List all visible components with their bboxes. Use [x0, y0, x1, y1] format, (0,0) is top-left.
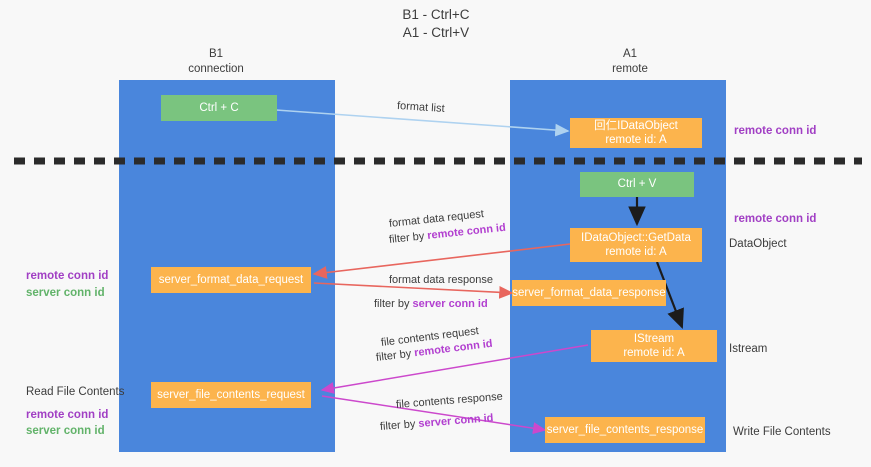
annotation-right-dataobject: DataObject: [729, 238, 787, 250]
column-header-b1-name: B1: [208, 48, 224, 60]
node-idataobject-getdata[interactable]: IDataObject::GetData remote id: A: [570, 228, 702, 262]
annotation-left-bottom: Read File Contents remote conn id server…: [26, 384, 136, 440]
edge-format-data-response: [313, 282, 514, 299]
edge-format-data-request: [312, 243, 571, 279]
edge-getdata-to-istream: [655, 261, 684, 330]
node-idataobject-title: 回仁IDataObject: [594, 119, 678, 133]
node-idataobject-subtitle: remote id: A: [605, 134, 667, 146]
annotation-right-top-remote-conn-id: remote conn id: [734, 125, 817, 137]
column-header-b1-role: connection: [188, 62, 244, 75]
node-getdata-subtitle: remote id: A: [605, 246, 667, 258]
node-istream-title: IStream: [633, 332, 675, 345]
column-header-a1: A1 remote: [560, 47, 700, 77]
annotation-left-mid: remote conn id server conn id: [26, 268, 126, 301]
title-line-2: A1 - Ctrl+V: [402, 25, 470, 41]
column-header-b1: B1 connection: [146, 47, 286, 77]
node-ctrl-c[interactable]: Ctrl + C: [161, 95, 277, 121]
annotation-read-file-contents: Read File Contents: [26, 386, 125, 398]
column-header-a1-role: remote: [612, 62, 648, 75]
node-getdata-title: IDataObject::GetData: [581, 231, 691, 244]
annotation-left-bottom-remote-conn-id: remote conn id: [26, 408, 109, 421]
filter-prefix: filter by: [374, 298, 413, 310]
diagram-title: B1 - Ctrl+C A1 - Ctrl+V: [336, 6, 536, 42]
annotation-left-bottom-server-conn-id: server conn id: [26, 425, 105, 438]
annotation-right-mid-remote-conn-id: remote conn id: [734, 213, 817, 225]
node-ctrl-v[interactable]: Ctrl + V: [580, 172, 694, 197]
edge-label-format-data-response: format data response: [389, 274, 493, 286]
annotation-left-mid-remote-conn-id: remote conn id: [26, 270, 109, 282]
edge-file-contents-request: [320, 344, 589, 394]
node-server-file-contents-response[interactable]: server_file_contents_response: [545, 417, 705, 443]
annotation-left-mid-server-conn-id: server conn id: [26, 286, 105, 299]
title-line-1: B1 - Ctrl+C: [402, 7, 470, 22]
node-idataobject-label: IDataObject: [617, 119, 678, 132]
node-idataobject[interactable]: 回仁IDataObject remote id: A: [570, 118, 702, 148]
node-server-file-contents-request[interactable]: server_file_contents_request: [151, 382, 311, 408]
node-istream-subtitle: remote id: A: [623, 347, 685, 359]
node-server-format-data-request[interactable]: server_format_data_request: [151, 267, 311, 293]
edge-file-contents-response: [321, 395, 547, 435]
node-istream[interactable]: IStream remote id: A: [591, 330, 717, 362]
edge-label-format-data-response-filter: filter by server conn id: [374, 298, 488, 310]
node-server-format-data-response[interactable]: server_format_data_response: [512, 280, 666, 306]
column-header-a1-name: A1: [622, 48, 638, 60]
filter-key-server-conn-id: server conn id: [412, 298, 488, 310]
annotation-right-write-file-contents: Write File Contents: [733, 426, 831, 438]
annotation-right-istream: Istream: [729, 343, 768, 355]
edge-format-list: [275, 109, 570, 137]
node-idataobject-glyph-prefix: 回仁: [594, 119, 618, 132]
